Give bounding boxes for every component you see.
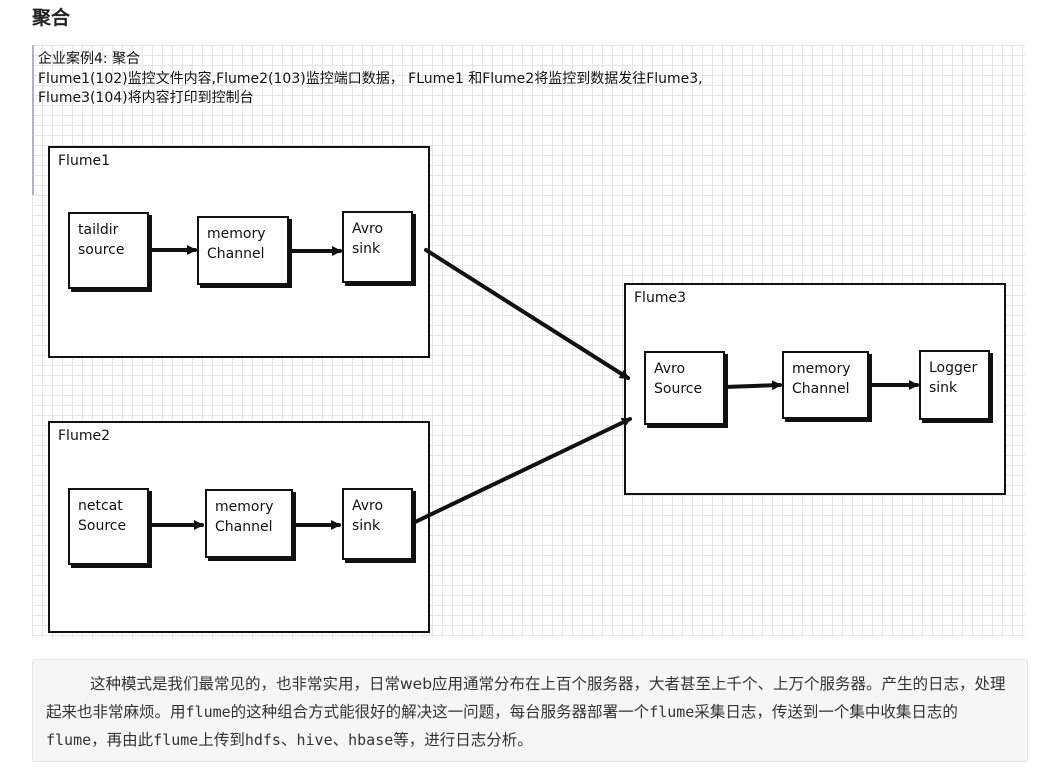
- diagram-left-border: [32, 45, 34, 195]
- desc-code-flume-2: flume: [649, 703, 695, 721]
- diagram-caption-title: 企业案例4: 聚合: [38, 51, 141, 67]
- flume1-channel-label: memory Channel: [207, 226, 266, 262]
- flume1-taildir-source-node: taildir source: [68, 212, 149, 289]
- flume2-source-label: netcat Source: [78, 498, 127, 534]
- flume1-memory-channel-node: memory Channel: [197, 216, 289, 285]
- arrow-flume2-sink-to-flume3: [411, 417, 632, 525]
- desc-text-2: 的这种组合方式能很好的解决这一问题，每台服务器部署一个: [230, 703, 650, 721]
- flume1-label: Flume1: [58, 153, 110, 169]
- diagram-caption-line2: Flume1(102)监控文件内容,Flume2(103)监控端口数据， FLu…: [38, 71, 703, 87]
- flume3-label: Flume3: [634, 290, 686, 306]
- desc-text-5: 上传到: [198, 731, 245, 749]
- desc-text-1: 这种模式是我们最常见的，也非常实用，日常web应用通常分布在上百个服务器，大者甚…: [46, 675, 1006, 721]
- desc-code-flume-1: flume: [185, 703, 231, 721]
- desc-text-6: 、: [280, 731, 297, 749]
- desc-code-hbase: hbase: [348, 731, 394, 749]
- arrow-flume1-sink-to-flume3: [424, 248, 630, 380]
- description-paragraph: 这种模式是我们最常见的，也非常实用，日常web应用通常分布在上百个服务器，大者甚…: [46, 670, 1018, 754]
- diagram-caption-line3: Flume3(104)将内容打印到控制台: [38, 90, 254, 106]
- desc-text-4: ，再由此: [91, 731, 154, 749]
- flume3-logger-sink-node: Logger sink: [919, 350, 990, 420]
- flume3-channel-label: memory Channel: [792, 361, 851, 397]
- flume1-sink-label: Avro sink: [352, 221, 384, 257]
- flume1-source-label: taildir source: [78, 222, 125, 258]
- desc-code-flume-4: flume: [153, 731, 199, 749]
- desc-code-hive: hive: [296, 731, 333, 749]
- desc-text-7: 、: [332, 731, 349, 749]
- flow-arrows: [147, 245, 919, 530]
- desc-text-8: 等，进行日志分析。: [393, 731, 533, 749]
- flume2-channel-label: memory Channel: [215, 499, 274, 535]
- flume3-memory-channel-node: memory Channel: [782, 351, 869, 419]
- flume2-sink-label: Avro sink: [352, 498, 384, 534]
- flume2-avro-sink-node: Avro sink: [342, 488, 413, 560]
- flume3-sink-label: Logger sink: [929, 360, 978, 396]
- description-block: 这种模式是我们最常见的，也非常实用，日常web应用通常分布在上百个服务器，大者甚…: [32, 659, 1028, 762]
- aggregation-diagram: 企业案例4: 聚合 Flume1(102)监控文件内容,Flume2(103)监…: [32, 45, 1025, 638]
- flume2-label: Flume2: [58, 428, 110, 444]
- section-heading: 聚合: [32, 7, 71, 29]
- desc-code-flume-3: flume: [46, 731, 92, 749]
- arrow-flume3-source-to-channel: [723, 380, 782, 391]
- flume1-avro-sink-node: Avro sink: [342, 211, 413, 283]
- desc-text-3: 采集日志，传送到一个集中收集日志的: [694, 703, 958, 721]
- desc-code-hdfs: hdfs: [244, 731, 281, 749]
- flume3-source-label: Avro Source: [654, 361, 703, 397]
- flume2-memory-channel-node: memory Channel: [205, 489, 293, 558]
- flume2-netcat-source-node: netcat Source: [68, 488, 149, 565]
